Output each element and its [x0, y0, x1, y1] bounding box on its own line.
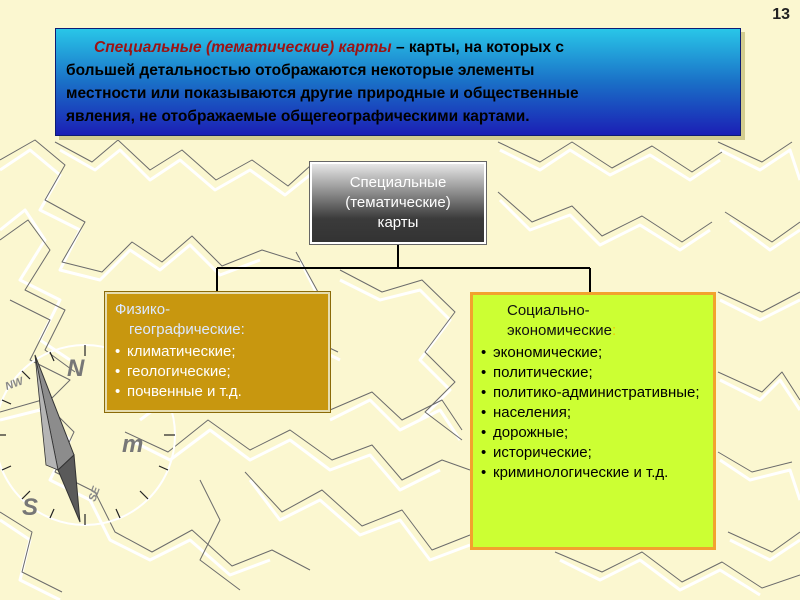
root-line-1: Специальные — [349, 174, 447, 191]
physical-geographic-list: климатические; геологические; почвенные … — [115, 342, 322, 402]
list-item: политические; — [481, 363, 707, 383]
compass-south-label: S — [22, 494, 38, 521]
compass-north-label: N — [67, 355, 85, 382]
physical-geographic-title: Физико- географические: — [115, 300, 322, 340]
list-item: климатические; — [115, 342, 322, 362]
compass-mark-label: m — [122, 431, 143, 458]
definition-term: Специальные (тематические) карты — [94, 39, 392, 56]
definition-text-line-4: явления, не отображаемые общегеографичес… — [66, 108, 530, 125]
list-item: геологические; — [115, 362, 322, 382]
definition-text-line-1: – карты, на которых с — [395, 39, 565, 56]
list-item: политико-административные; — [481, 383, 707, 403]
compass-southeast-label: SE — [87, 485, 104, 504]
list-item: населения; — [481, 403, 707, 423]
physical-geographic-box: Физико- географические: климатические; г… — [105, 292, 330, 412]
root-line-2: (тематические) — [345, 194, 451, 211]
socio-title-line-2: экономические — [507, 322, 612, 339]
definition-box: Специальные (тематические) карты – карты… — [55, 28, 741, 136]
list-item: дорожные; — [481, 423, 707, 443]
slide-number: 13 — [772, 6, 790, 23]
physical-title-line-2: географические: — [129, 321, 245, 338]
compass-rose: N S NW SE m — [0, 344, 176, 526]
definition-text-line-3: местности или показываются другие природ… — [66, 85, 579, 102]
socio-economic-title: Социально- экономические: — [481, 301, 707, 341]
root-node-special-maps: Специальные (тематические) карты — [310, 162, 486, 244]
root-line-3: карты — [377, 214, 419, 231]
socio-title-colon: : — [612, 322, 617, 339]
socio-economic-list: экономические; политические; политико-ад… — [481, 343, 707, 483]
list-item: почвенные и т.д. — [115, 382, 322, 402]
list-item: экономические; — [481, 343, 707, 363]
definition-text-line-2: большей детальностью отображаются некото… — [66, 62, 535, 79]
list-item: криминологические и т.д. — [481, 463, 707, 483]
physical-title-line-1: Физико- — [115, 301, 171, 318]
socio-title-line-1: Социально- — [507, 302, 590, 319]
list-item: исторические; — [481, 443, 707, 463]
compass-northwest-label: NW — [4, 375, 27, 393]
socio-economic-box: Социально- экономические: экономические;… — [470, 292, 716, 550]
